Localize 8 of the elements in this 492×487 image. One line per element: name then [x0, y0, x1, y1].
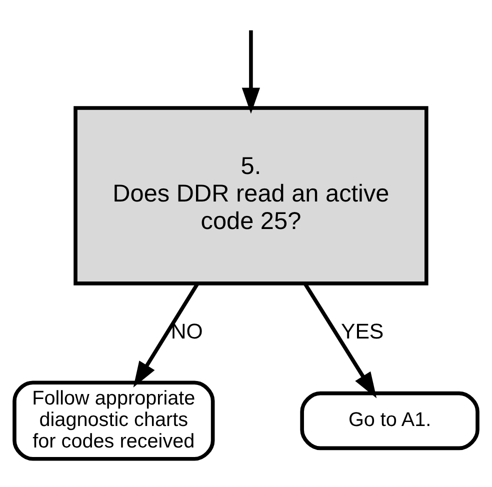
edge-label: YES: [340, 319, 384, 344]
edge-label: NO: [170, 319, 203, 344]
node-box: Go to A1.: [300, 390, 480, 450]
node-box: Follow appropriate diagnostic charts for codes received: [12, 380, 215, 460]
arrow: [133, 282, 200, 387]
node-box: 5. Does DDR read an active code 25?: [74, 106, 428, 285]
arrow: [303, 282, 377, 398]
arrow: [242, 30, 260, 114]
